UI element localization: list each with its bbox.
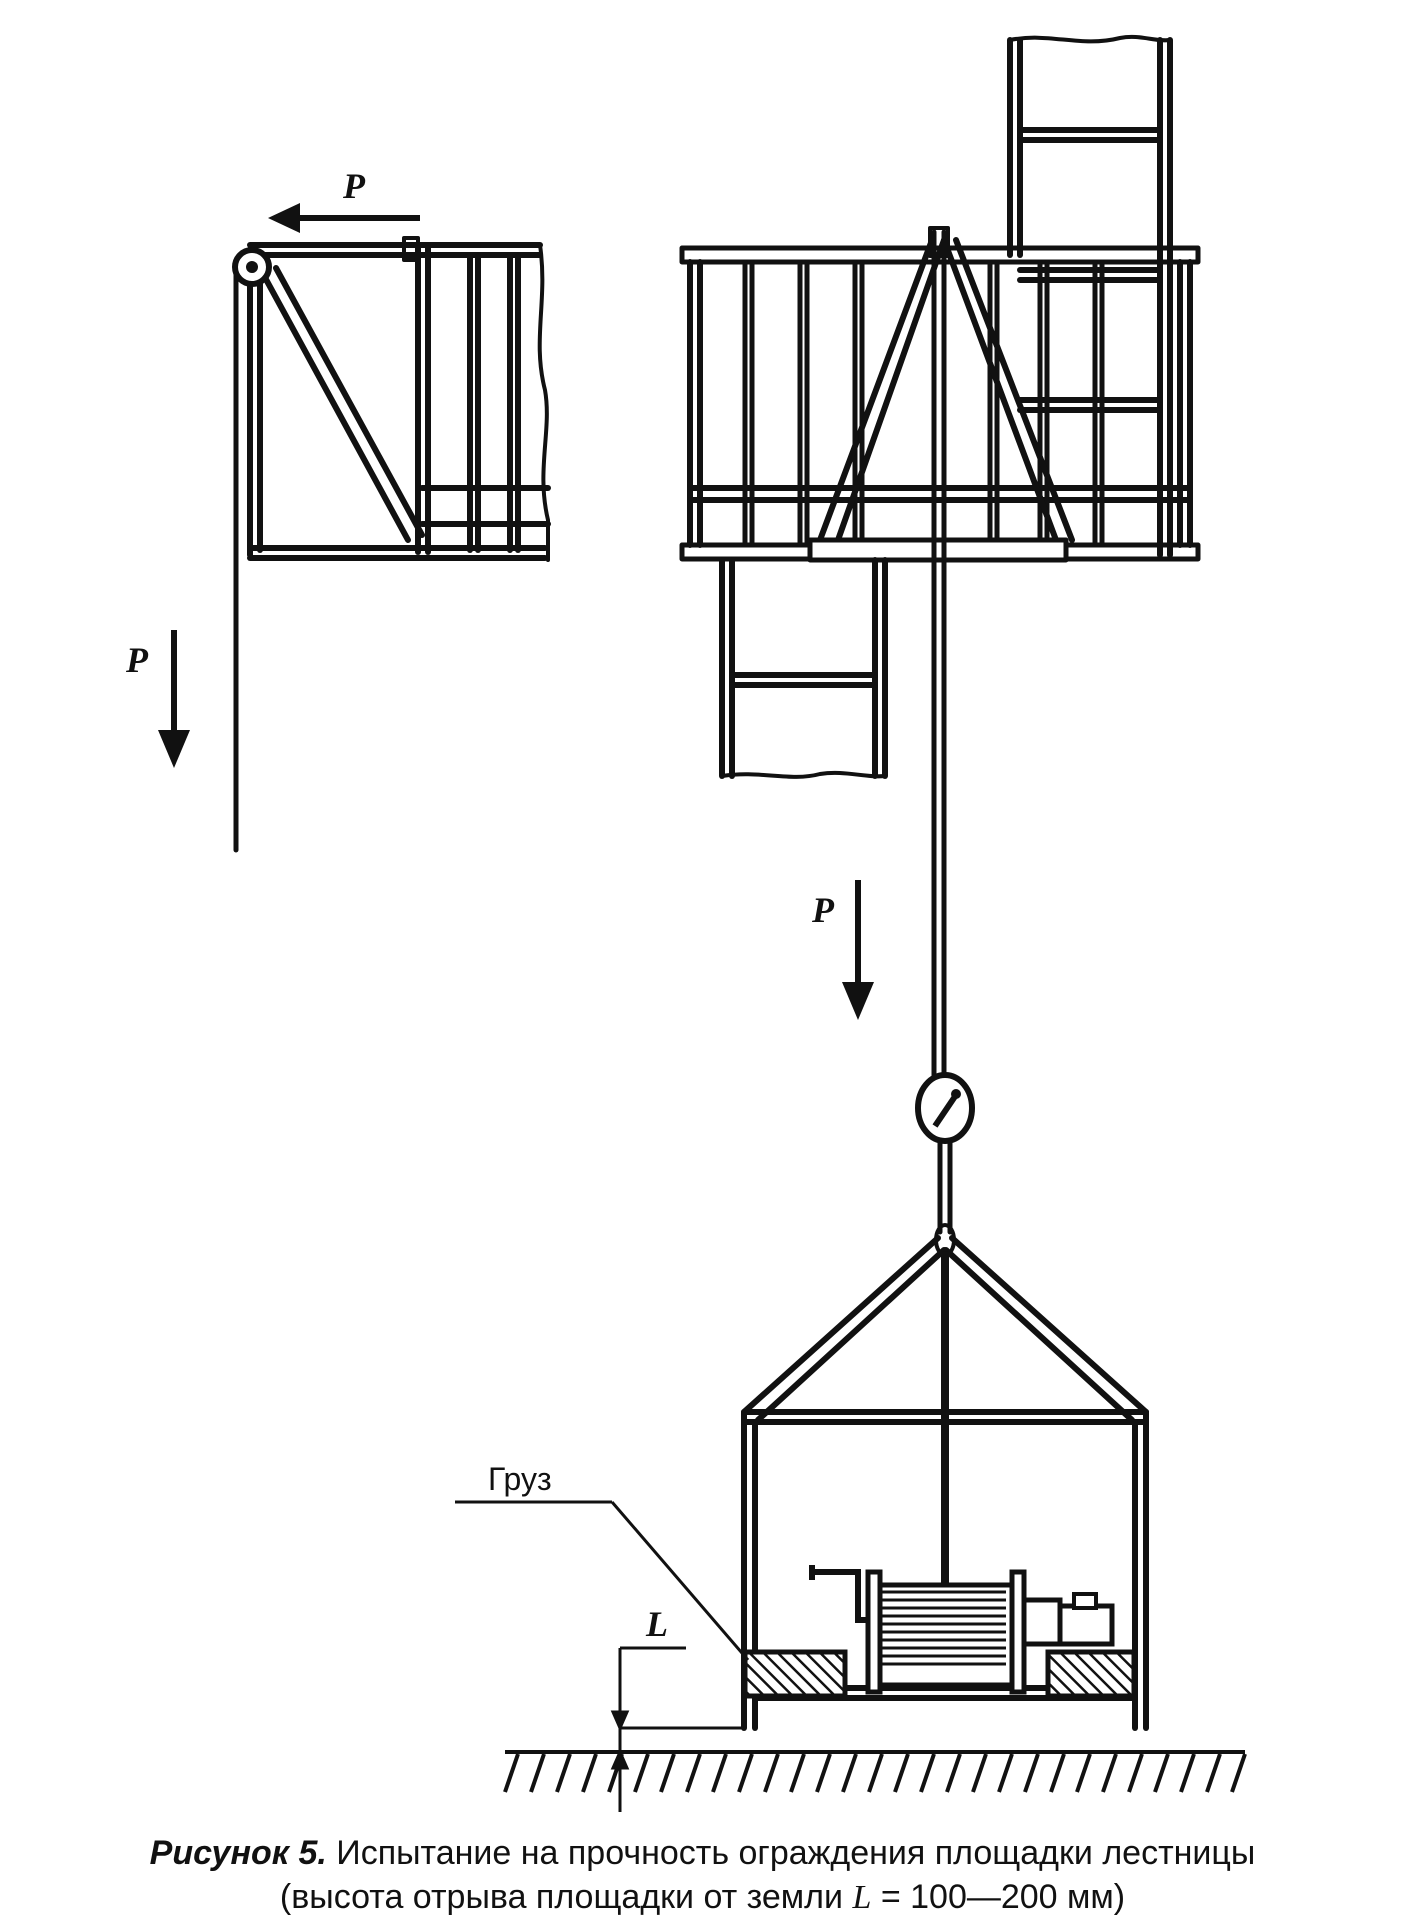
figure-caption: Рисунок 5. Испытание на прочность огражд… [0,1834,1405,1873]
ground-line [503,1750,1247,1793]
figure-title: Испытание на прочность ограждения площад… [336,1834,1256,1872]
caption-line2-prefix: (высота отрыва площадки от земли [279,1878,853,1916]
weight-block-right [1045,1649,1137,1699]
force-arrow-right-icon [842,880,874,1020]
caption-line2-suffix: = 100—200 мм) [871,1878,1126,1916]
force-label-right: P [811,890,835,930]
lift-height-label: L [645,1604,668,1644]
right-front-view [679,34,1201,1103]
force-label-left: P [125,640,149,680]
caption-line2-var: L [852,1879,872,1916]
figure-caption-line2: (высота отрыва площадки от земли L = 100… [0,1878,1405,1917]
figure-number: Рисунок 5. [149,1834,327,1872]
force-arrow-horizontal-icon [268,203,420,233]
force-label-top-left: P [342,166,366,206]
load-label: Груз [488,1461,552,1497]
winch-icon [809,1565,1115,1695]
lift-height-dimension [610,1646,744,1812]
force-arrow-left-icon [158,630,190,768]
pulley-icon [232,247,272,287]
left-side-view [233,236,551,853]
weight-block-left [742,1649,848,1699]
dynamometer-gauge-icon [915,1072,975,1144]
load-leader-line [455,1500,750,1661]
